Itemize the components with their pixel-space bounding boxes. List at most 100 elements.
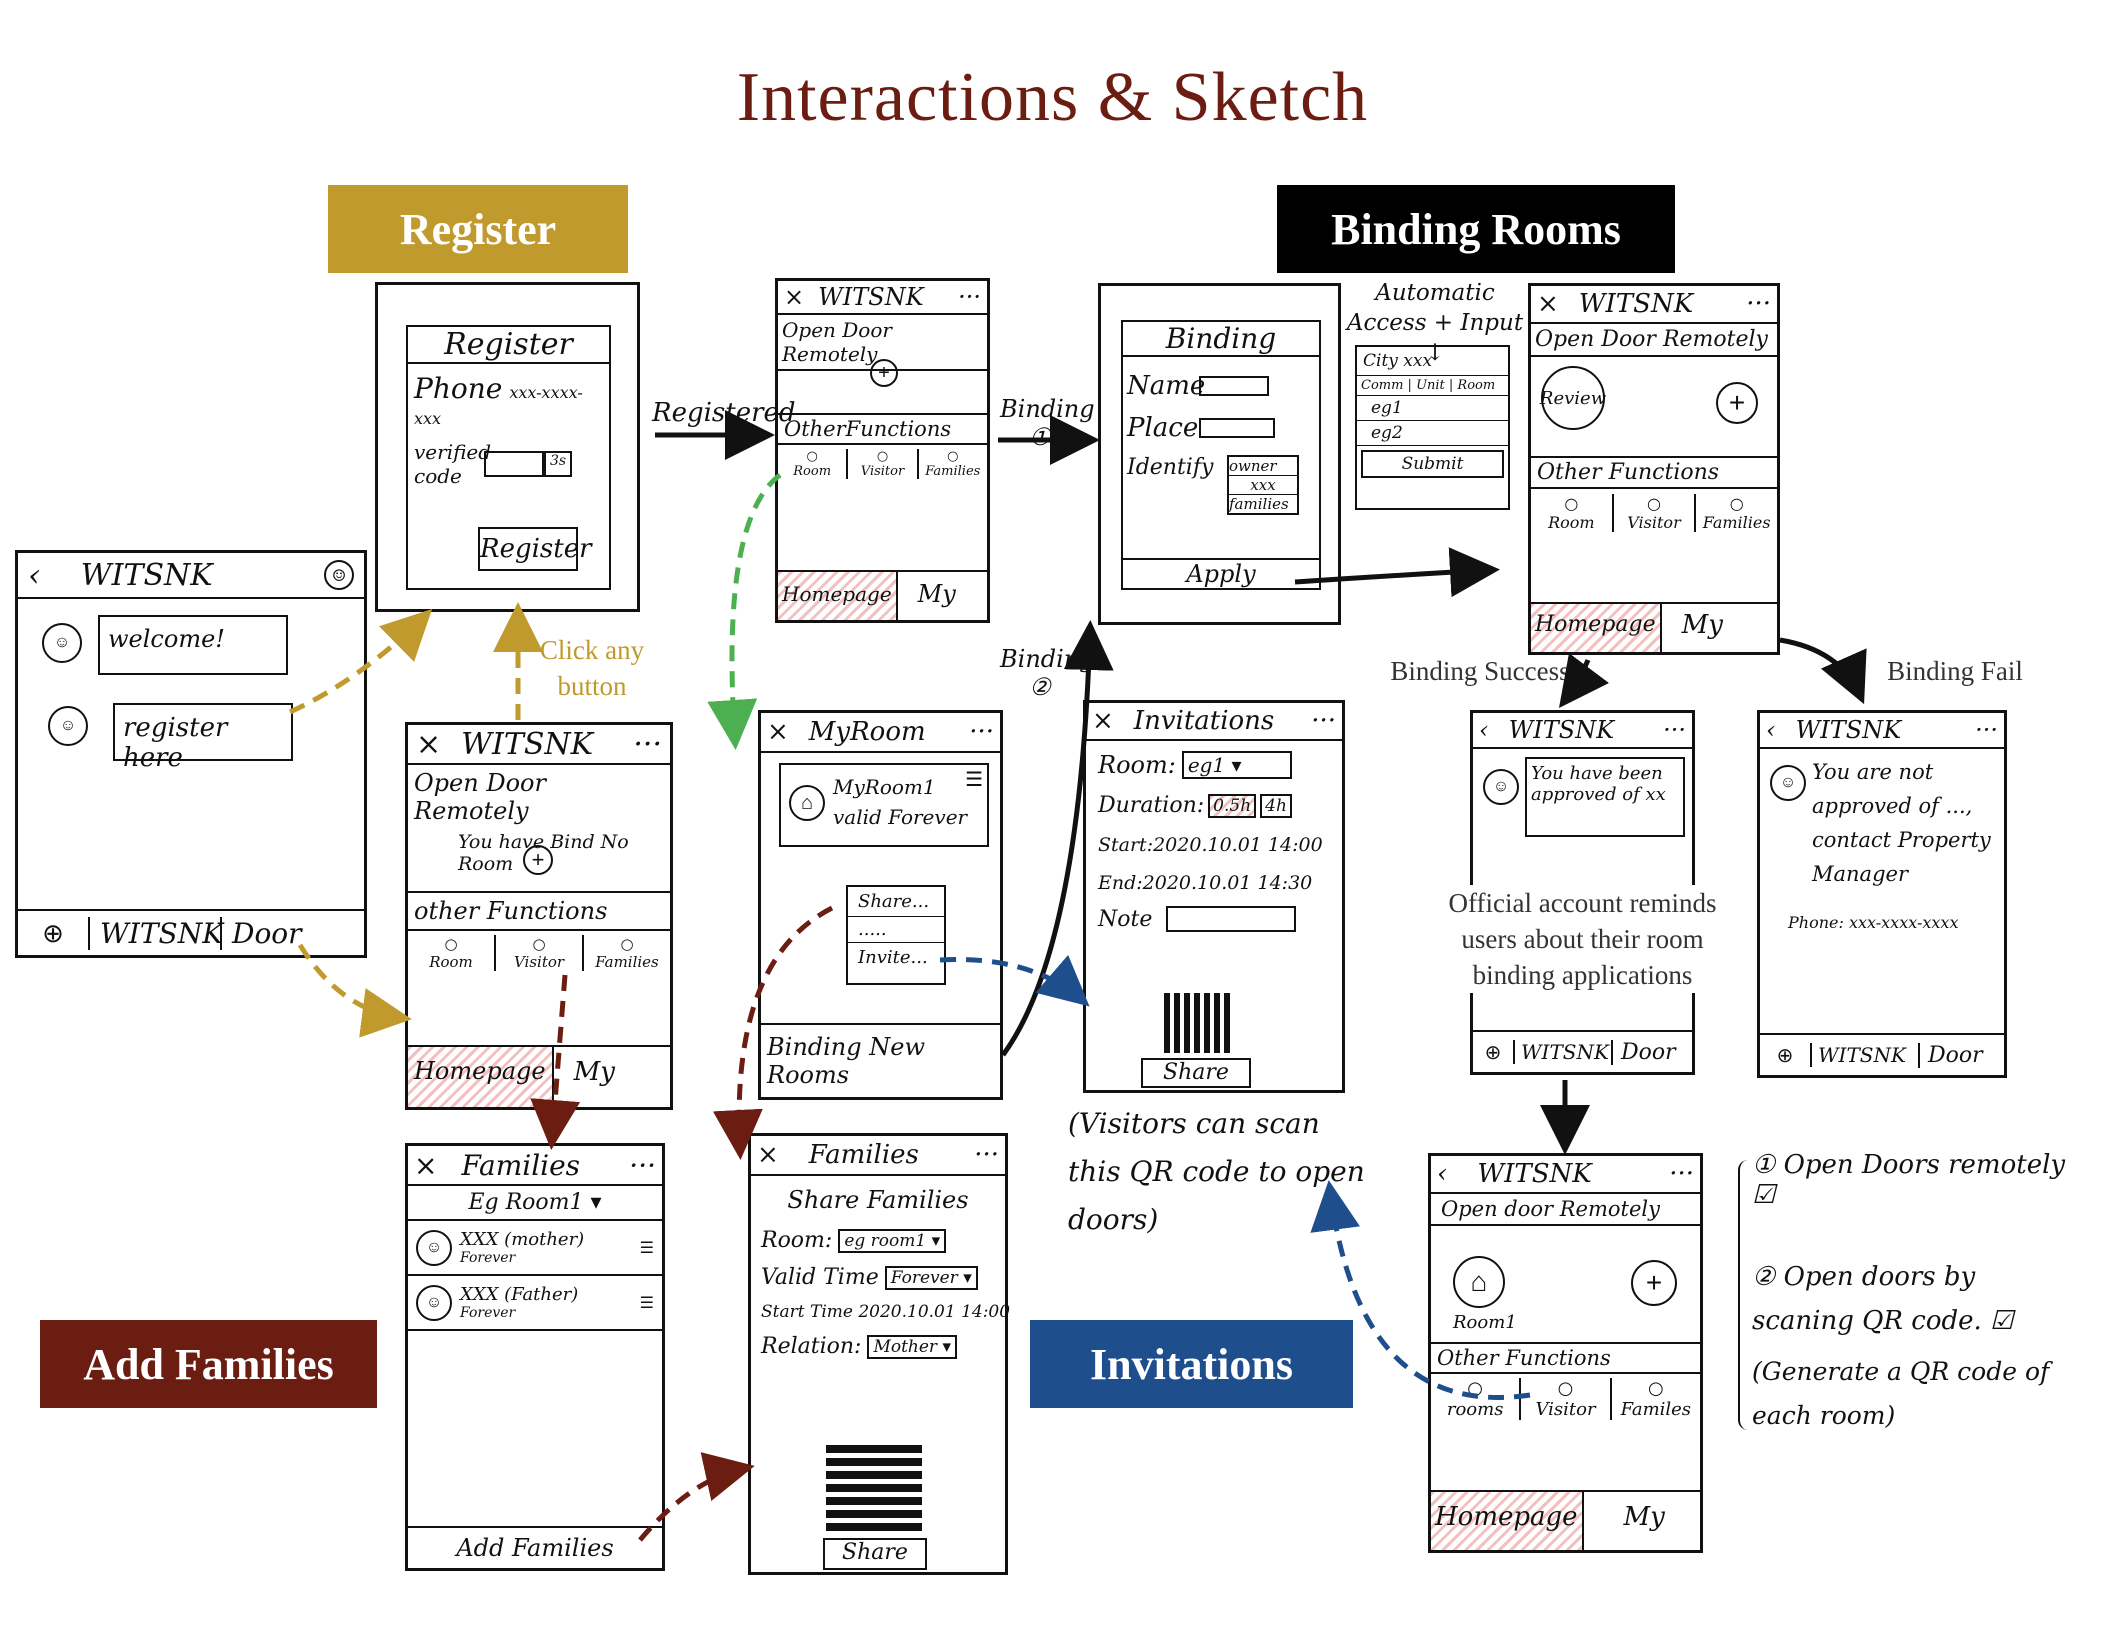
tab-homepage[interactable]: Homepage <box>778 572 898 620</box>
family-member-row[interactable]: ☺ XXX (Father) Forever ☰ <box>408 1276 662 1331</box>
submit-button[interactable]: Submit <box>1361 450 1504 478</box>
verified-code-input[interactable] <box>484 451 544 477</box>
tab-my[interactable]: My <box>1623 1502 1665 1532</box>
invite-menu-item[interactable]: Invite... <box>858 947 928 968</box>
menu-icon[interactable]: ☰ <box>639 1239 654 1257</box>
member-name: XXX (Father) <box>460 1284 579 1305</box>
identify-option-owner[interactable]: owner <box>1229 457 1297 476</box>
back-icon[interactable]: ‹ <box>1766 716 1776 744</box>
back-icon[interactable]: ‹ <box>1437 1159 1448 1189</box>
app-title: WITSNK <box>1578 289 1694 319</box>
room-select[interactable]: eg room1 ▾ <box>838 1228 947 1253</box>
note-input[interactable] <box>1166 906 1297 932</box>
start-time[interactable]: Start:2020.10.01 14:00 <box>1098 834 1323 856</box>
apply-button[interactable]: Apply <box>1123 558 1319 588</box>
more-icon[interactable]: ··· <box>1311 706 1336 736</box>
menu-icon[interactable]: ☰ <box>639 1294 654 1312</box>
back-icon[interactable]: ‹ <box>28 556 41 594</box>
func-room[interactable]: ○Room <box>408 935 496 971</box>
send-code-button[interactable]: 3s <box>544 451 572 477</box>
valid-time-select[interactable]: Forever ▾ <box>884 1265 978 1290</box>
tab-my[interactable]: My <box>573 1057 615 1087</box>
picker-row[interactable]: eg1 <box>1357 396 1508 421</box>
more-icon[interactable]: ··· <box>958 283 981 311</box>
add-icon[interactable]: + <box>1716 382 1758 424</box>
tab-my[interactable]: My <box>1681 610 1723 640</box>
binding-new-rooms-button[interactable]: Binding New Rooms <box>761 1023 1000 1097</box>
phone-value[interactable]: xxx-xxxx-xxx <box>414 383 583 428</box>
tab-homepage[interactable]: Homepage <box>1431 1492 1584 1550</box>
register-here-link[interactable]: register here <box>113 703 293 773</box>
more-icon[interactable]: ··· <box>1663 716 1686 744</box>
func-visitor[interactable]: ○Visitor <box>496 935 584 971</box>
member-name: XXX (mother) <box>460 1229 585 1250</box>
tab-door[interactable]: Door <box>1918 1042 1983 1068</box>
tab-homepage[interactable]: Homepage <box>1531 604 1662 652</box>
avatar-icon[interactable]: ☺ <box>324 560 354 590</box>
func-families[interactable]: ○Families <box>595 935 659 971</box>
grid-menu-icon[interactable]: ⊕ <box>42 917 64 948</box>
grid-menu-icon[interactable]: ⊕ <box>1484 1041 1502 1064</box>
duration-option-05h[interactable]: 0.5h <box>1208 793 1257 818</box>
picker-row[interactable]: Comm | Unit | Room <box>1357 376 1508 396</box>
close-icon[interactable]: × <box>1092 706 1114 736</box>
close-icon[interactable]: × <box>1537 289 1559 319</box>
arrow-register-here-to-register <box>288 608 433 715</box>
tab-door[interactable]: Door <box>220 916 302 950</box>
add-icon[interactable]: + <box>870 359 898 387</box>
more-icon[interactable]: ··· <box>633 726 662 762</box>
identify-option-families[interactable]: families <box>1229 495 1289 513</box>
more-icon[interactable]: ··· <box>974 1140 999 1170</box>
back-icon[interactable]: ‹ <box>1479 716 1489 744</box>
func-families[interactable]: ○Familes <box>1620 1378 1692 1420</box>
room-name: Room1 <box>1453 1312 1517 1333</box>
name-input[interactable] <box>1199 376 1269 396</box>
func-rooms[interactable]: ○rooms <box>1431 1378 1522 1420</box>
more-icon[interactable]: ··· <box>629 1148 656 1182</box>
place-input[interactable] <box>1199 418 1275 438</box>
more-icon[interactable]: ··· <box>1746 289 1771 319</box>
func-visitor[interactable]: ○Visitor <box>848 449 919 479</box>
family-member-row[interactable]: ☺ XXX (mother) Forever ☰ <box>408 1221 662 1276</box>
room-select[interactable]: Eg Room1 ▾ <box>408 1186 662 1221</box>
func-visitor[interactable]: ○Visitor <box>1521 1378 1612 1420</box>
tab-homepage[interactable]: Homepage <box>408 1047 554 1107</box>
tab-my[interactable]: My <box>917 580 956 608</box>
duration-option-4h[interactable]: 4h <box>1260 793 1292 818</box>
share-button[interactable]: Share <box>1141 1058 1251 1088</box>
picker-row[interactable]: City xxx <box>1357 347 1508 376</box>
add-families-button[interactable]: Add Families <box>408 1526 662 1568</box>
tab-door[interactable]: Door <box>1611 1039 1676 1065</box>
close-icon[interactable]: × <box>767 717 789 747</box>
identify-option-xxx[interactable]: xxx <box>1229 476 1297 495</box>
start-time[interactable]: Start Time 2020.10.01 14:00 <box>761 1302 1011 1322</box>
tab-witsnk[interactable]: WITSNK <box>1810 1043 1918 1067</box>
tab-witsnk[interactable]: WITSNK <box>88 916 223 950</box>
share-menu-item[interactable]: Share... <box>848 887 944 917</box>
more-icon[interactable]: ··· <box>1669 1159 1694 1189</box>
func-room[interactable]: ○Room <box>1531 494 1614 532</box>
picker-row[interactable]: eg2 <box>1357 421 1508 446</box>
close-icon[interactable]: × <box>784 283 805 311</box>
func-visitor[interactable]: ○Visitor <box>1614 494 1697 532</box>
func-room[interactable]: ○Room <box>778 449 849 479</box>
add-icon[interactable]: + <box>523 845 553 875</box>
more-icon[interactable]: ··· <box>1975 716 1998 744</box>
room-select[interactable]: eg1 ▾ <box>1181 751 1292 779</box>
identify-select[interactable]: owner xxx families <box>1227 455 1299 515</box>
relation-select[interactable]: Mother ▾ <box>867 1334 957 1359</box>
close-icon[interactable]: × <box>416 726 442 762</box>
close-icon[interactable]: × <box>414 1148 438 1182</box>
func-families[interactable]: ○Families <box>1702 494 1771 532</box>
tab-witsnk[interactable]: WITSNK <box>1513 1040 1611 1064</box>
menu-icon[interactable]: ☰ <box>965 769 983 791</box>
more-icon[interactable]: ··· <box>969 717 994 747</box>
func-families[interactable]: ○Families <box>925 449 981 479</box>
grid-menu-icon[interactable]: ⊕ <box>1776 1044 1794 1067</box>
register-button[interactable]: Register <box>478 527 592 571</box>
house-icon[interactable]: ⌂ <box>1453 1256 1505 1308</box>
end-time[interactable]: End:2020.10.01 14:30 <box>1098 872 1313 894</box>
add-icon[interactable]: + <box>1631 1260 1677 1306</box>
share-button[interactable]: Share <box>823 1538 927 1570</box>
room-card[interactable]: ⌂ MyRoom1 valid Forever ☰ <box>779 763 989 847</box>
